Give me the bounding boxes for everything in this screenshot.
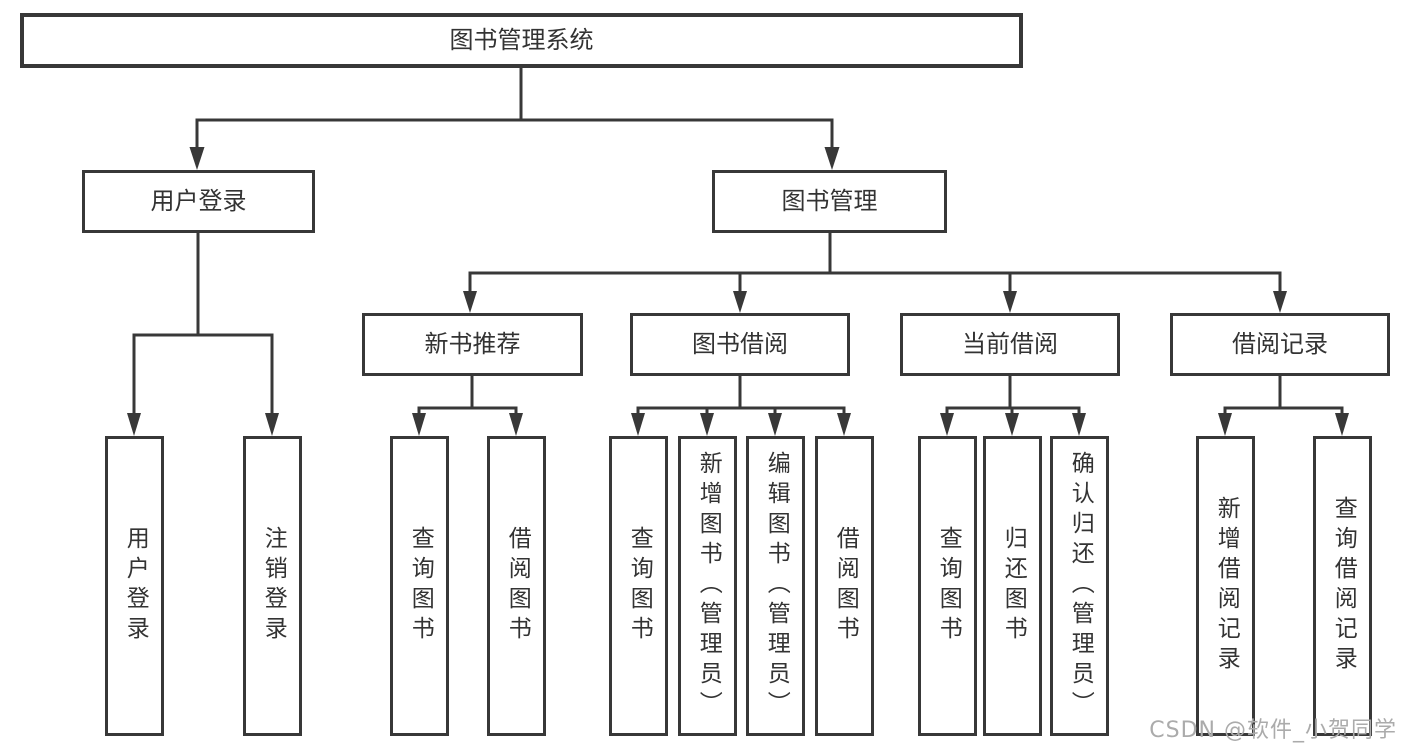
arrow-down-icon xyxy=(700,413,714,436)
arrow-down-icon xyxy=(412,413,426,436)
leaf-add-books-admin: 新增图书（管理员） xyxy=(678,436,737,736)
node-current-borrowing: 当前借阅 xyxy=(900,313,1120,376)
leaf-confirm-return-admin: 确认归还（管理员） xyxy=(1050,436,1109,736)
arrow-down-icon xyxy=(189,147,205,170)
node-new-book-recommend: 新书推荐 xyxy=(362,313,583,376)
arrow-down-icon xyxy=(824,147,840,170)
leaf-query-borrow-record: 查询借阅记录 xyxy=(1313,436,1372,736)
arrow-down-icon xyxy=(631,413,645,436)
node-book-borrowing: 图书借阅 xyxy=(630,313,850,376)
arrow-down-icon xyxy=(127,413,141,436)
leaf-query-books-2: 查询图书 xyxy=(609,436,668,736)
arrow-down-icon xyxy=(1005,413,1019,436)
arrow-down-icon xyxy=(265,413,279,436)
leaf-query-books-3: 查询图书 xyxy=(918,436,977,736)
node-book-management: 图书管理 xyxy=(712,170,947,233)
arrow-down-icon xyxy=(1218,413,1232,436)
arrow-down-icon xyxy=(733,291,747,313)
leaf-logout: 注销登录 xyxy=(243,436,302,736)
node-root-system: 图书管理系统 xyxy=(20,13,1023,68)
arrow-down-icon xyxy=(837,413,851,436)
arrow-down-icon xyxy=(768,413,782,436)
arrow-down-icon xyxy=(1072,413,1086,436)
leaf-edit-books-admin: 编辑图书（管理员） xyxy=(746,436,805,736)
arrow-down-icon xyxy=(1003,291,1017,313)
arrow-down-icon xyxy=(1335,413,1349,436)
node-borrowing-records: 借阅记录 xyxy=(1170,313,1390,376)
arrow-down-icon xyxy=(1273,291,1287,313)
leaf-return-books: 归还图书 xyxy=(983,436,1042,736)
node-user-login: 用户登录 xyxy=(82,170,315,233)
leaf-add-borrow-record: 新增借阅记录 xyxy=(1196,436,1255,736)
arrow-down-icon xyxy=(940,413,954,436)
leaf-borrow-books-2: 借阅图书 xyxy=(815,436,874,736)
csdn-watermark: CSDN @软件_小贺同学 xyxy=(1149,718,1397,743)
leaf-user-login: 用户登录 xyxy=(105,436,164,736)
leaf-query-books: 查询图书 xyxy=(390,436,449,736)
leaf-borrow-books: 借阅图书 xyxy=(487,436,546,736)
arrow-down-icon xyxy=(463,291,477,313)
arrow-down-icon xyxy=(509,413,523,436)
